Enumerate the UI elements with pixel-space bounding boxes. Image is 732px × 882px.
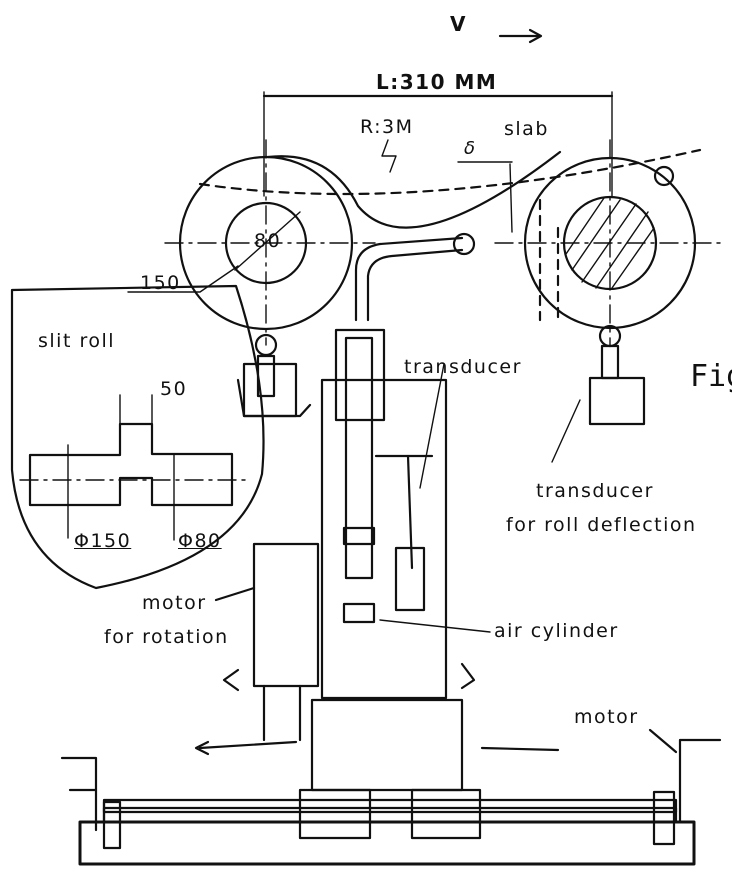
for-rotation-label: for rotation	[104, 626, 229, 648]
rail-end-right	[652, 790, 676, 846]
velocity-label: V	[450, 12, 467, 36]
rail-top	[102, 798, 678, 814]
transducer-top-label: transducer	[404, 356, 522, 378]
right-pivot	[653, 165, 675, 187]
right-motor-leader	[648, 728, 678, 754]
left-roll-dim-leader	[234, 211, 301, 271]
inner-diameter-label: 80	[254, 230, 282, 252]
slit-width-label: 50	[160, 378, 188, 400]
left-transducer-block	[242, 362, 298, 418]
carriage-block-right	[410, 788, 482, 840]
roll-150-leader	[127, 265, 239, 293]
length-label: L:310 MM	[376, 70, 498, 94]
slit-roll-shape	[28, 422, 234, 507]
slab-strip	[266, 150, 562, 229]
rail-end-left	[102, 800, 122, 850]
phi150-label: Φ150	[74, 530, 132, 552]
right-transducer-block	[588, 376, 646, 426]
carriage-arrowhead-left	[194, 740, 210, 756]
motor-right-label: motor	[574, 706, 639, 728]
slab-curve	[198, 148, 702, 196]
delta-label: δ	[464, 138, 477, 159]
slit-roll-label: slit roll	[38, 330, 116, 352]
carriage-arrow-left	[198, 740, 298, 750]
radius-label: R:3M	[360, 116, 414, 138]
rotation-mark-left	[222, 668, 240, 692]
carriage	[310, 698, 464, 792]
outer-diameter-label: 150	[140, 272, 181, 294]
carriage-block-left	[298, 788, 372, 840]
transducer-arm-inner	[366, 248, 464, 322]
velocity-arrowhead	[528, 28, 543, 44]
rail-upper	[102, 806, 678, 824]
slit-roll-outline	[10, 284, 265, 590]
transducer-right-label: transducer	[536, 480, 654, 502]
rotation-mark-right	[460, 662, 476, 690]
right-transducer-leader	[551, 399, 581, 463]
left-block-base	[236, 378, 312, 418]
air-cylinder-label: air cylinder	[494, 620, 619, 642]
motor-leader	[214, 586, 256, 602]
cylinder-collar	[342, 526, 376, 546]
column-top-block	[334, 328, 386, 422]
right-frame	[678, 738, 722, 824]
phi80-label: Φ80	[178, 530, 222, 552]
base-plate	[78, 820, 696, 866]
transducer-arm	[354, 236, 464, 322]
arm-pivot	[452, 232, 476, 256]
rotation-motor	[252, 542, 320, 688]
delta-line	[509, 163, 513, 233]
figure-label: Fig	[690, 359, 732, 394]
roll-deflection-label: for roll deflection	[506, 514, 697, 536]
air-cylinder	[344, 336, 374, 580]
cylinder-base	[342, 602, 376, 624]
transducer-leader	[419, 363, 445, 489]
slab-label: slab	[504, 118, 549, 140]
right-support-rod	[600, 344, 620, 380]
carriage-arrow-right	[480, 746, 560, 752]
transducer-rod	[406, 454, 414, 570]
air-cylinder-leader	[379, 619, 491, 633]
radius-leader	[381, 139, 397, 173]
left-frame	[60, 756, 98, 832]
right-roll-dashed-guides	[538, 198, 560, 322]
transducer-body	[394, 546, 426, 612]
motor-rotation-label: motor	[142, 592, 207, 614]
central-column	[320, 378, 448, 700]
